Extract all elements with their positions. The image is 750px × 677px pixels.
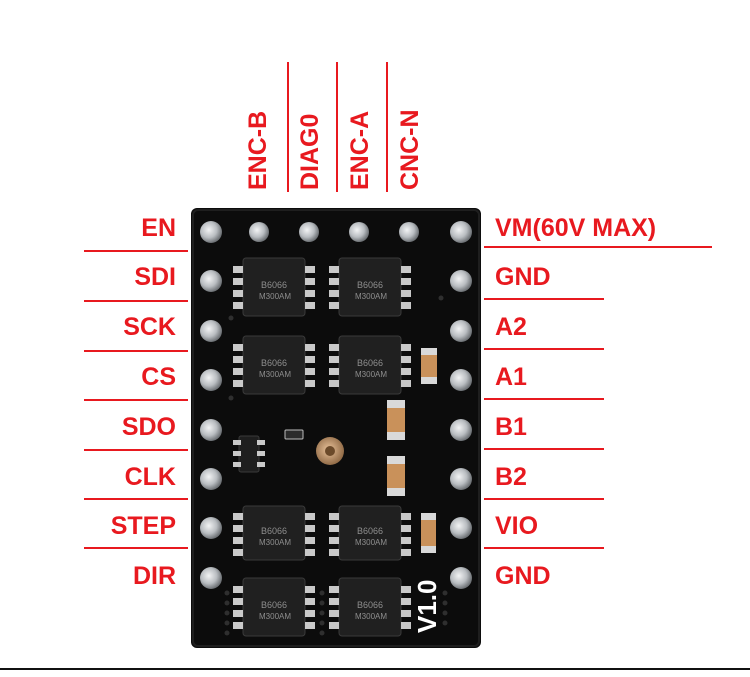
mosfet-chip: B6066 M300AM (233, 505, 315, 561)
pin (450, 419, 472, 441)
mosfet-chip: B6066 M300AM (329, 257, 411, 317)
pad (399, 222, 419, 242)
left-pin-label-clk: CLK (124, 463, 176, 491)
right-pin-label-vio: VIO (495, 512, 539, 540)
pin (200, 369, 222, 391)
pin (200, 270, 222, 292)
right-divider (484, 348, 604, 350)
pin (200, 517, 222, 539)
mosfet-chip: B6066 M300AM (329, 505, 411, 561)
capacitor (387, 400, 405, 440)
right-pin-label-a1: A1 (495, 363, 527, 391)
chip-marking: M300AM (355, 292, 387, 301)
chip-marking: B6066 (261, 280, 287, 290)
right-pin-header (450, 221, 472, 589)
bottom-rule (0, 668, 750, 670)
left-pin-label-sdo: SDO (121, 413, 176, 441)
capacitor (421, 513, 436, 553)
right-divider (484, 246, 712, 248)
pcb-highlight (192, 209, 480, 647)
chip-marking: B6066 (357, 600, 383, 610)
chip-marking: B6066 (357, 526, 383, 536)
chip-marking: B6066 (261, 526, 287, 536)
left-divider (84, 300, 188, 302)
chip-marking: B6066 (357, 280, 383, 290)
mosfet-chip: B6066 M300AM (233, 577, 315, 637)
capacitor (421, 348, 437, 384)
chip-marking: B6066 (261, 600, 287, 610)
left-pin-label-sck: SCK (123, 313, 176, 341)
right-pin-label-gnd-2: GND (495, 562, 551, 590)
right-pin-label-vm: VM(60V MAX) (495, 214, 657, 242)
capacitor (387, 456, 405, 496)
top-divider-1 (287, 62, 289, 192)
pin (450, 270, 472, 292)
right-divider (484, 448, 604, 450)
pin (450, 369, 472, 391)
mosfet-chip: B6066 M300AM (329, 577, 411, 637)
pin (200, 221, 222, 243)
driver-board: B6066 M300AM B6066 M300AM B6066 M300AM B… (191, 208, 481, 648)
pin (200, 468, 222, 490)
left-divider (84, 250, 188, 252)
pad (349, 222, 369, 242)
pin (450, 221, 472, 243)
chip-marking: M300AM (259, 292, 291, 301)
right-pin-label-b1: B1 (495, 413, 527, 441)
right-divider (484, 498, 604, 500)
left-pin-label-step: STEP (110, 512, 176, 540)
left-divider (84, 350, 188, 352)
right-pin-label-gnd: GND (495, 263, 551, 291)
right-pin-label-b2: B2 (495, 463, 527, 491)
top-pin-label-enc-a: ENC-A (346, 110, 374, 190)
mosfet-chip: B6066 M300AM (233, 335, 315, 395)
pin (450, 320, 472, 342)
top-divider-2 (336, 62, 338, 192)
chip-marking: M300AM (259, 370, 291, 379)
mounting-hole-center (325, 446, 335, 456)
mosfet-chip: B6066 M300AM (329, 335, 411, 395)
left-pin-label-cs: CS (141, 363, 176, 391)
resistor (284, 429, 304, 440)
pin (200, 320, 222, 342)
left-pin-label-en: EN (141, 214, 176, 242)
left-divider (84, 399, 188, 401)
chip-marking: M300AM (259, 538, 291, 547)
pin (450, 517, 472, 539)
left-pin-label-dir: DIR (132, 562, 176, 590)
vias (224, 295, 448, 636)
transistor (233, 435, 265, 473)
chip-marking: B6066 (261, 358, 287, 368)
pin (450, 468, 472, 490)
chip-marking: M300AM (355, 370, 387, 379)
left-divider (84, 449, 188, 451)
pad (249, 222, 269, 242)
pad (299, 222, 319, 242)
left-divider (84, 498, 188, 500)
chip-marking: M300AM (259, 612, 291, 621)
top-pin-label-diag0: DIAG0 (296, 113, 324, 190)
right-pin-label-a2: A2 (495, 313, 527, 341)
pin (200, 419, 222, 441)
top-pin-label-cnc-n: CNC-N (396, 109, 424, 190)
top-pin-label-enc-b: ENC-B (244, 110, 272, 190)
pin (200, 567, 222, 589)
chip-marking: M300AM (355, 612, 387, 621)
top-divider-3 (386, 62, 388, 192)
right-divider (484, 398, 604, 400)
board-version-label: V1.0 (412, 580, 442, 634)
chip-marking: B6066 (357, 358, 383, 368)
mosfet-chip: B6066 M300AM (233, 257, 315, 317)
top-pads (249, 222, 419, 242)
chip-marking: M300AM (355, 538, 387, 547)
left-pin-header (200, 221, 222, 589)
left-divider (84, 547, 188, 549)
left-pin-label-sdi: SDI (134, 263, 176, 291)
right-divider (484, 547, 604, 549)
right-divider (484, 298, 604, 300)
pin (450, 567, 472, 589)
